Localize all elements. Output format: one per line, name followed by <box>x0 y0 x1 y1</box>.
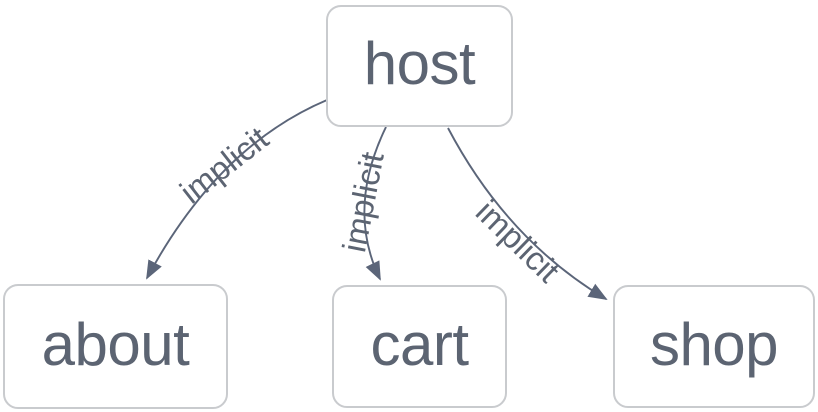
node-about-label: about <box>41 310 190 378</box>
node-host-label: host <box>363 30 476 97</box>
edge-host-shop <box>447 127 608 300</box>
node-cart[interactable]: cart <box>332 285 507 408</box>
edge-label-host-about: implicit <box>172 119 276 211</box>
node-cart-label: cart <box>370 310 469 378</box>
node-shop[interactable]: shop <box>613 285 815 408</box>
edge-label-host-cart: implicit <box>335 148 391 256</box>
node-about[interactable]: about <box>3 284 228 409</box>
edge-host-about <box>146 99 328 280</box>
node-host[interactable]: host <box>326 5 513 127</box>
edge-host-cart <box>363 126 387 281</box>
node-shop-label: shop <box>649 310 779 378</box>
edge-label-host-shop: implicit <box>468 192 568 290</box>
